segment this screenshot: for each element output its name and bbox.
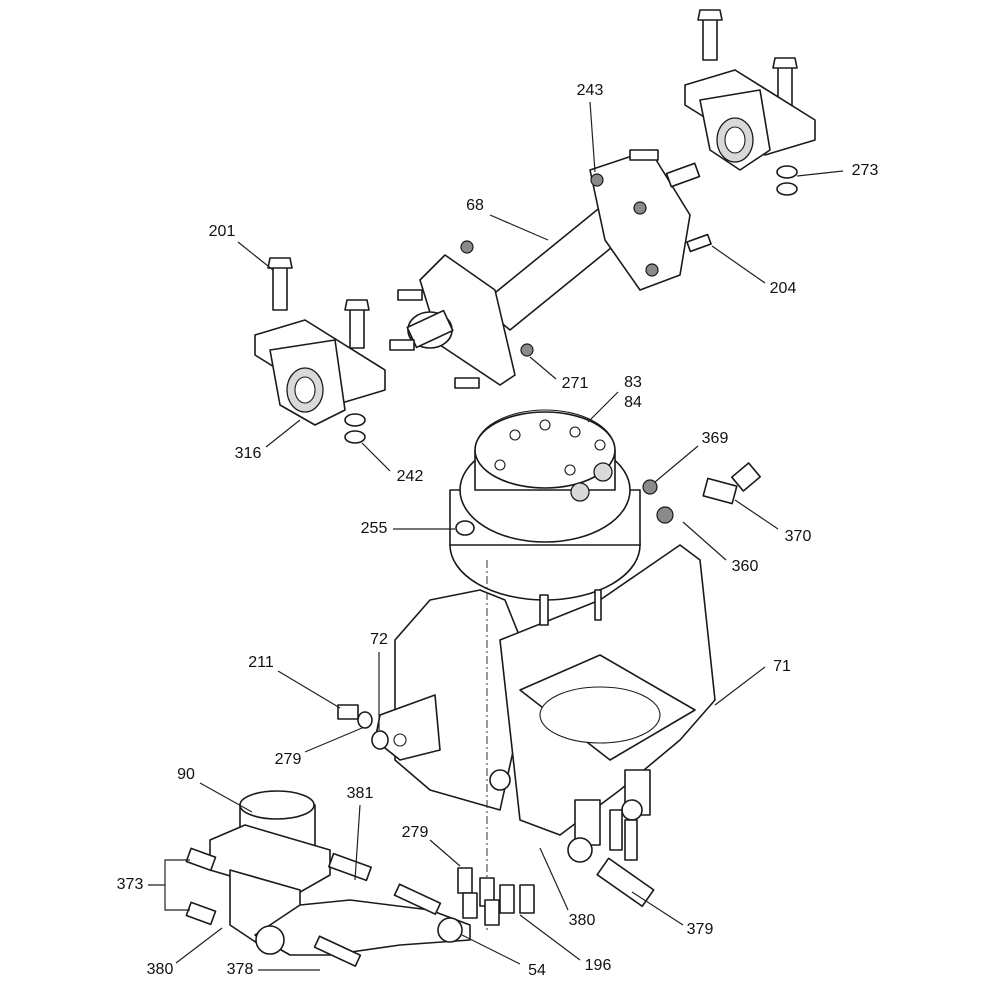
nut	[776, 182, 798, 196]
callout-72: 72	[370, 631, 388, 648]
callout-labels: 243 273 68 201 204 271 83 84 316 242 369…	[117, 82, 879, 979]
washer	[776, 165, 798, 179]
fitting-370	[702, 462, 762, 505]
callout-271: 271	[562, 375, 589, 392]
pin-379	[596, 857, 655, 908]
leader-lines	[148, 101, 844, 971]
callout-273: 273	[852, 162, 879, 179]
callout-68: 68	[466, 197, 484, 214]
callout-379: 379	[687, 921, 714, 938]
right-pillow-block-bracket	[684, 9, 816, 196]
callout-243: 243	[577, 82, 604, 99]
callout-380-lower: 380	[147, 961, 174, 978]
nut	[590, 173, 604, 187]
callout-83: 83	[624, 374, 642, 391]
callout-84: 84	[624, 394, 642, 411]
callout-242: 242	[397, 468, 424, 485]
shaft-assembly	[389, 149, 712, 389]
left-pillow-block-bracket	[254, 257, 386, 444]
pin-211	[337, 704, 389, 750]
callout-255: 255	[361, 520, 388, 537]
callout-279-lower: 279	[402, 824, 429, 841]
callout-369: 369	[702, 430, 729, 447]
fittings-373	[185, 847, 217, 926]
hydraulic-motor	[449, 409, 674, 601]
callout-279: 279	[275, 751, 302, 768]
callout-204: 204	[770, 280, 797, 297]
callout-370: 370	[785, 528, 812, 545]
callout-211: 211	[248, 654, 274, 671]
callout-373: 373	[117, 876, 144, 893]
bolts-right	[609, 809, 638, 861]
callout-71: 71	[773, 658, 791, 675]
callout-360: 360	[732, 558, 759, 575]
callout-90: 90	[177, 766, 195, 783]
callout-54: 54	[528, 962, 546, 979]
main-frame	[374, 544, 716, 863]
callout-380: 380	[569, 912, 596, 929]
callout-316: 316	[235, 445, 262, 462]
callout-196: 196	[585, 957, 612, 974]
callout-381: 381	[347, 785, 374, 802]
lever-54	[254, 852, 471, 967]
callout-201: 201	[209, 223, 236, 240]
bolt	[702, 14, 718, 61]
bushings-196	[457, 769, 535, 926]
callout-378: 378	[227, 961, 254, 978]
